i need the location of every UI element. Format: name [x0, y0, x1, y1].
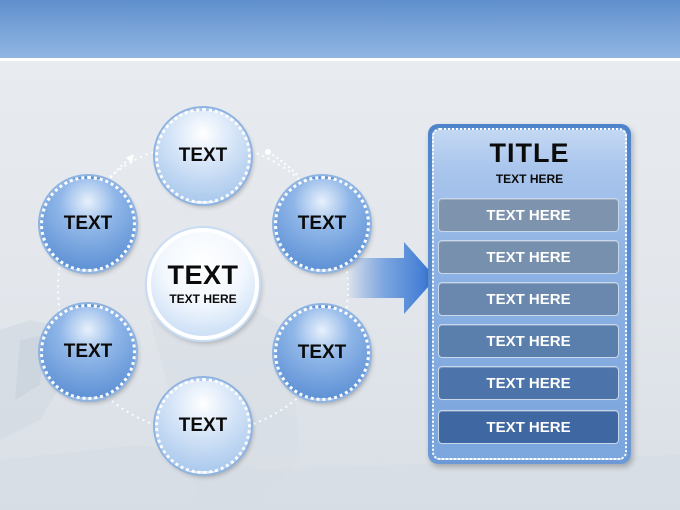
- cycle-center-node: TEXT TEXT HERE: [147, 228, 259, 340]
- cycle-node-top-right: TEXT: [272, 174, 372, 274]
- header-divider: [0, 58, 680, 61]
- cycle-node-bottom-right: TEXT: [272, 303, 372, 403]
- header-bar: [0, 0, 680, 58]
- cycle-node-label: TEXT: [178, 145, 228, 166]
- cycle-node-label: TEXT: [63, 341, 113, 362]
- panel-list-item: TEXT HERE: [438, 282, 619, 316]
- panel-item-label: TEXT HERE: [486, 374, 571, 392]
- panel-item-label: TEXT HERE: [486, 248, 571, 266]
- panel-list-item: TEXT HERE: [438, 198, 619, 232]
- cycle-node-top-left: TEXT: [38, 174, 138, 274]
- center-node-subtitle: TEXT HERE: [169, 292, 237, 306]
- cycle-node-bottom-left: TEXT: [38, 302, 138, 402]
- panel-list-item: TEXT HERE: [438, 324, 619, 358]
- panel-item-label: TEXT HERE: [486, 290, 571, 308]
- panel-subtitle: TEXT HERE: [495, 172, 564, 186]
- panel-item-label: TEXT HERE: [486, 418, 571, 436]
- cycle-node-label: TEXT: [63, 213, 113, 234]
- cycle-node-label: TEXT: [178, 415, 228, 436]
- panel-list-item: TEXT HERE: [438, 366, 619, 400]
- cycle-node-label: TEXT: [297, 342, 347, 363]
- panel-item-label: TEXT HERE: [486, 332, 571, 350]
- cycle-node-bottom: TEXT: [153, 376, 253, 476]
- panel-item-label: TEXT HERE: [486, 206, 571, 224]
- center-node-title: TEXT: [167, 260, 239, 290]
- cycle-node-top: TEXT: [153, 106, 253, 206]
- title-panel: TITLE TEXT HERE TEXT HERE TEXT HERE TEXT…: [428, 124, 631, 464]
- panel-list-item: TEXT HERE: [438, 410, 619, 444]
- panel-list-item: TEXT HERE: [438, 240, 619, 274]
- cycle-node-label: TEXT: [297, 213, 347, 234]
- flow-arrow-icon: [346, 242, 436, 314]
- panel-title: TITLE: [489, 138, 570, 168]
